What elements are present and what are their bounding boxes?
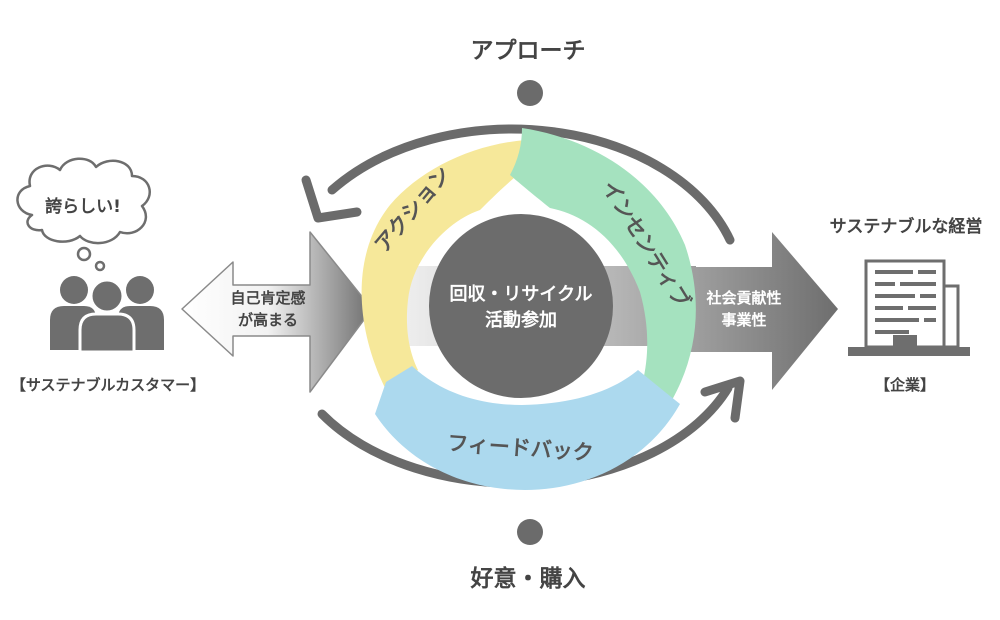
customer-caption: 【サステナブルカスタマー】 bbox=[11, 376, 205, 394]
right-effect-arrow bbox=[660, 232, 838, 390]
thought-bubble: 誇らしい! bbox=[16, 157, 151, 272]
top-ring-arrowhead bbox=[301, 175, 362, 223]
bottom-ring-arrowhead bbox=[700, 376, 745, 423]
thought-text: 誇らしい! bbox=[45, 196, 121, 217]
feedback-segment bbox=[375, 366, 680, 490]
company-effect-line2: 事業性 bbox=[721, 311, 766, 329]
action-segment bbox=[361, 140, 530, 394]
thought-dot-large bbox=[76, 246, 92, 262]
thought-cloud bbox=[16, 157, 151, 245]
center-circle bbox=[429, 214, 613, 398]
company-caption: 【企業】 bbox=[875, 376, 935, 394]
customer-effect-line2: が高まる bbox=[238, 311, 298, 329]
thought-dot-small bbox=[94, 260, 106, 272]
incentive-segment bbox=[510, 128, 696, 404]
top-ring-node bbox=[517, 80, 543, 106]
building-icon bbox=[848, 259, 970, 356]
top-ring-arc bbox=[327, 124, 735, 245]
company-effect-line1: 社会貢献性 bbox=[705, 289, 781, 307]
approach-label: アプローチ bbox=[471, 38, 586, 64]
bottom-ring-node bbox=[517, 519, 543, 545]
customers-icon bbox=[50, 276, 164, 354]
company-title: サステナブルな経営 bbox=[830, 216, 983, 237]
center-label-line1: 回収・リサイクル bbox=[449, 284, 592, 305]
purchase-label: 好意・購入 bbox=[470, 565, 586, 592]
customer-effect-line1: 自己肯定感 bbox=[230, 289, 305, 307]
center-label-line2: 活動参加 bbox=[485, 309, 557, 331]
